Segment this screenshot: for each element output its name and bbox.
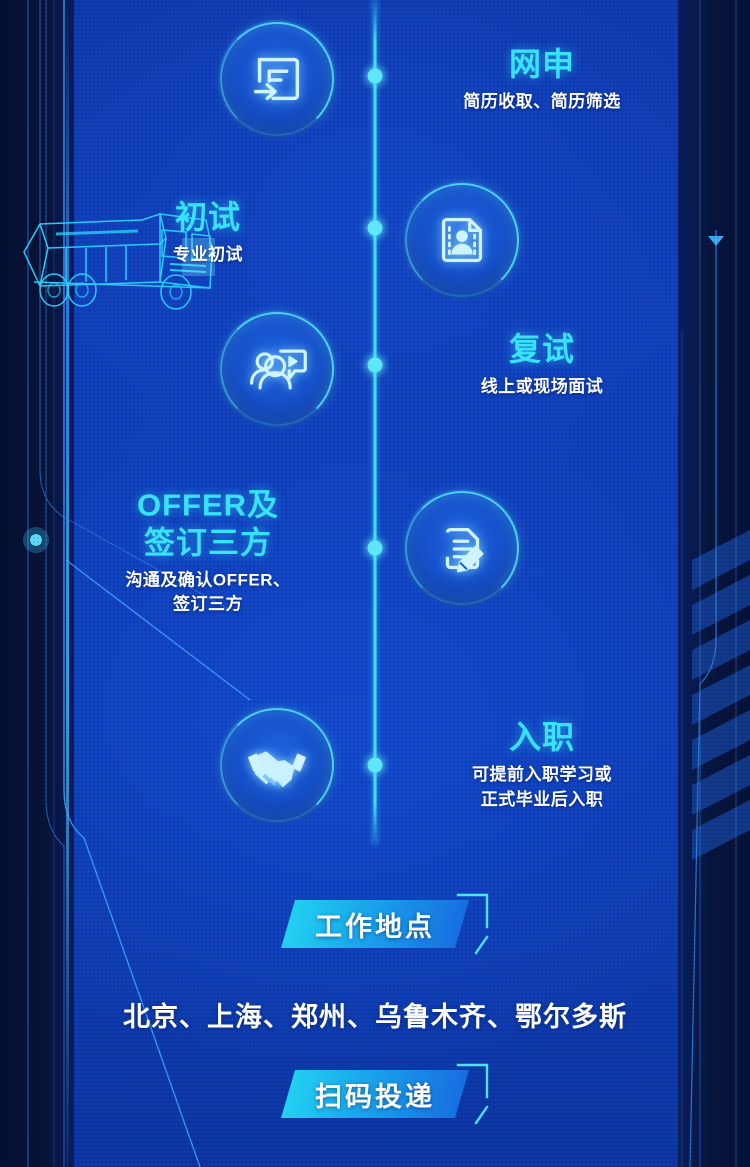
timeline-step-second-interview[interactable]: 复试 线上或现场面试 <box>0 285 750 455</box>
people-chat-icon <box>218 310 336 428</box>
step-desc: 沟通及确认OFFER、签订三方 <box>125 570 291 614</box>
badge-shape: 工作地点 <box>281 900 469 948</box>
document-pencil-icon <box>403 489 521 607</box>
work-locations-text: 北京、上海、郑州、乌鲁木齐、鄂尔多斯 <box>123 1002 627 1032</box>
handshake-icon <box>218 706 336 824</box>
step-title: 网申 <box>508 46 575 83</box>
step-text-offer-and-agreement: OFFER及签订三方 沟通及确认OFFER、签订三方 <box>58 487 358 618</box>
step-desc: 可提前入职学习或正式毕业后入职 <box>472 764 612 809</box>
step-title: 入职 <box>508 718 575 755</box>
step-desc: 专业初试 <box>173 245 243 265</box>
timeline-node-4 <box>367 540 383 556</box>
step-text-second-interview: 复试 线上或现场面试 <box>392 330 692 400</box>
step-text-first-interview: 初试 专业初试 <box>58 198 358 268</box>
step-text-onboarding: 入职 可提前入职学习或正式毕业后入职 <box>392 718 692 812</box>
timeline-node-1 <box>367 68 383 84</box>
timeline-step-online-application[interactable]: 网申 简历收取、简历筛选 <box>0 0 750 170</box>
timeline-step-offer-and-agreement[interactable]: OFFER及签订三方 沟通及确认OFFER、签订三方 <box>0 468 750 638</box>
badge-shape: 扫码投递 <box>281 1070 469 1118</box>
mining-truck-illustration <box>23 213 215 310</box>
apply-badge-label: 扫码投递 <box>315 1081 435 1112</box>
step-desc: 简历收取、简历筛选 <box>463 92 621 112</box>
step-title: 复试 <box>508 331 575 368</box>
timeline-node-5 <box>367 757 383 773</box>
work-location-badge-label: 工作地点 <box>315 911 435 942</box>
apply-qr-badge[interactable]: 扫码投递 <box>0 1063 750 1125</box>
timeline-node-3 <box>367 357 383 373</box>
step-title: OFFER及签订三方 <box>136 487 280 561</box>
work-location-badge[interactable]: 工作地点 <box>0 893 750 955</box>
step-desc: 线上或现场面试 <box>480 377 604 397</box>
timeline-node-2 <box>367 220 383 236</box>
timeline-step-first-interview[interactable]: 初试 专业初试 <box>0 155 750 325</box>
timeline-axis <box>373 0 377 845</box>
resume-portrait-icon <box>403 181 521 299</box>
step-text-online-application: 网申 简历收取、简历筛选 <box>392 45 692 115</box>
step-title: 初试 <box>174 199 241 236</box>
document-submit-icon <box>218 20 336 138</box>
timeline-step-onboarding[interactable]: 入职 可提前入职学习或正式毕业后入职 <box>0 685 750 855</box>
